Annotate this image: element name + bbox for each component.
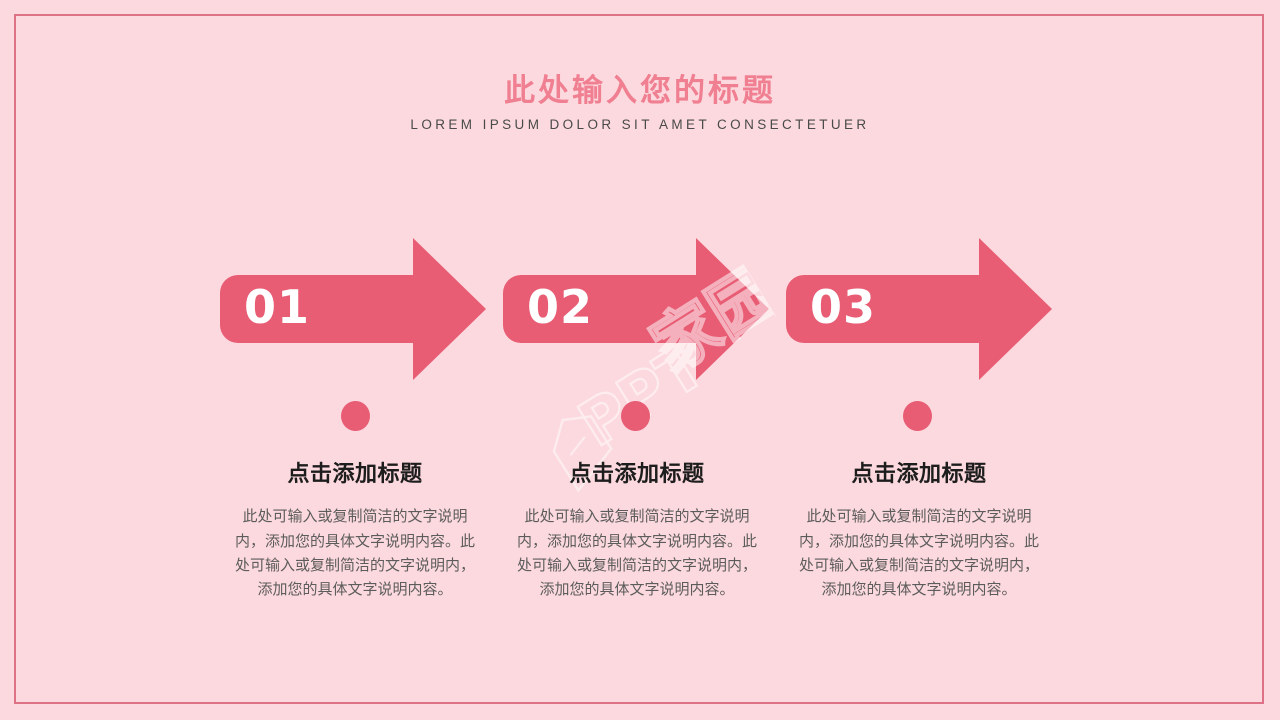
slide-header: 此处输入您的标题 LOREM IPSUM DOLOR SIT AMET CONS… [0,72,1280,133]
step-arrow-3[interactable]: 03 [786,238,1052,380]
step-body-1: 此处可输入或复制简洁的文字说明内，添加您的具体文字说明内容。此处可输入或复制简洁… [234,507,475,599]
step-text-column-2: 点击添加标题 此处可输入或复制简洁的文字说明内，添加您的具体文字说明内容。此处可… [515,462,759,602]
step-title-1: 点击添加标题 [287,462,423,487]
arrow-shape-icon [786,238,1052,380]
step-text-column-1: 点击添加标题 此处可输入或复制简洁的文字说明内，添加您的具体文字说明内容。此处可… [233,462,477,602]
step-body-2: 此处可输入或复制简洁的文字说明内，添加您的具体文字说明内容。此处可输入或复制简洁… [516,507,757,599]
step-dot-3 [903,401,932,431]
step-title-2: 点击添加标题 [569,462,705,487]
step-body-3: 此处可输入或复制简洁的文字说明内，添加您的具体文字说明内容。此处可输入或复制简洁… [798,507,1039,599]
step-title-3: 点击添加标题 [851,462,987,487]
step-text-column-3: 点击添加标题 此处可输入或复制简洁的文字说明内，添加您的具体文字说明内容。此处可… [797,462,1041,602]
page-title: 此处输入您的标题 [504,73,776,109]
step-arrow-2[interactable]: 02 [503,238,769,380]
step-dot-1 [341,401,370,431]
step-number-3: 03 [810,280,877,334]
arrow-shape-icon [503,238,769,380]
step-number-1: 01 [244,280,311,334]
step-dot-2 [621,401,650,431]
step-number-2: 02 [527,280,594,334]
arrow-shape-icon [220,238,486,380]
page-subtitle: LOREM IPSUM DOLOR SIT AMET CONSECTETUER [410,116,870,132]
step-arrow-1[interactable]: 01 [220,238,486,380]
